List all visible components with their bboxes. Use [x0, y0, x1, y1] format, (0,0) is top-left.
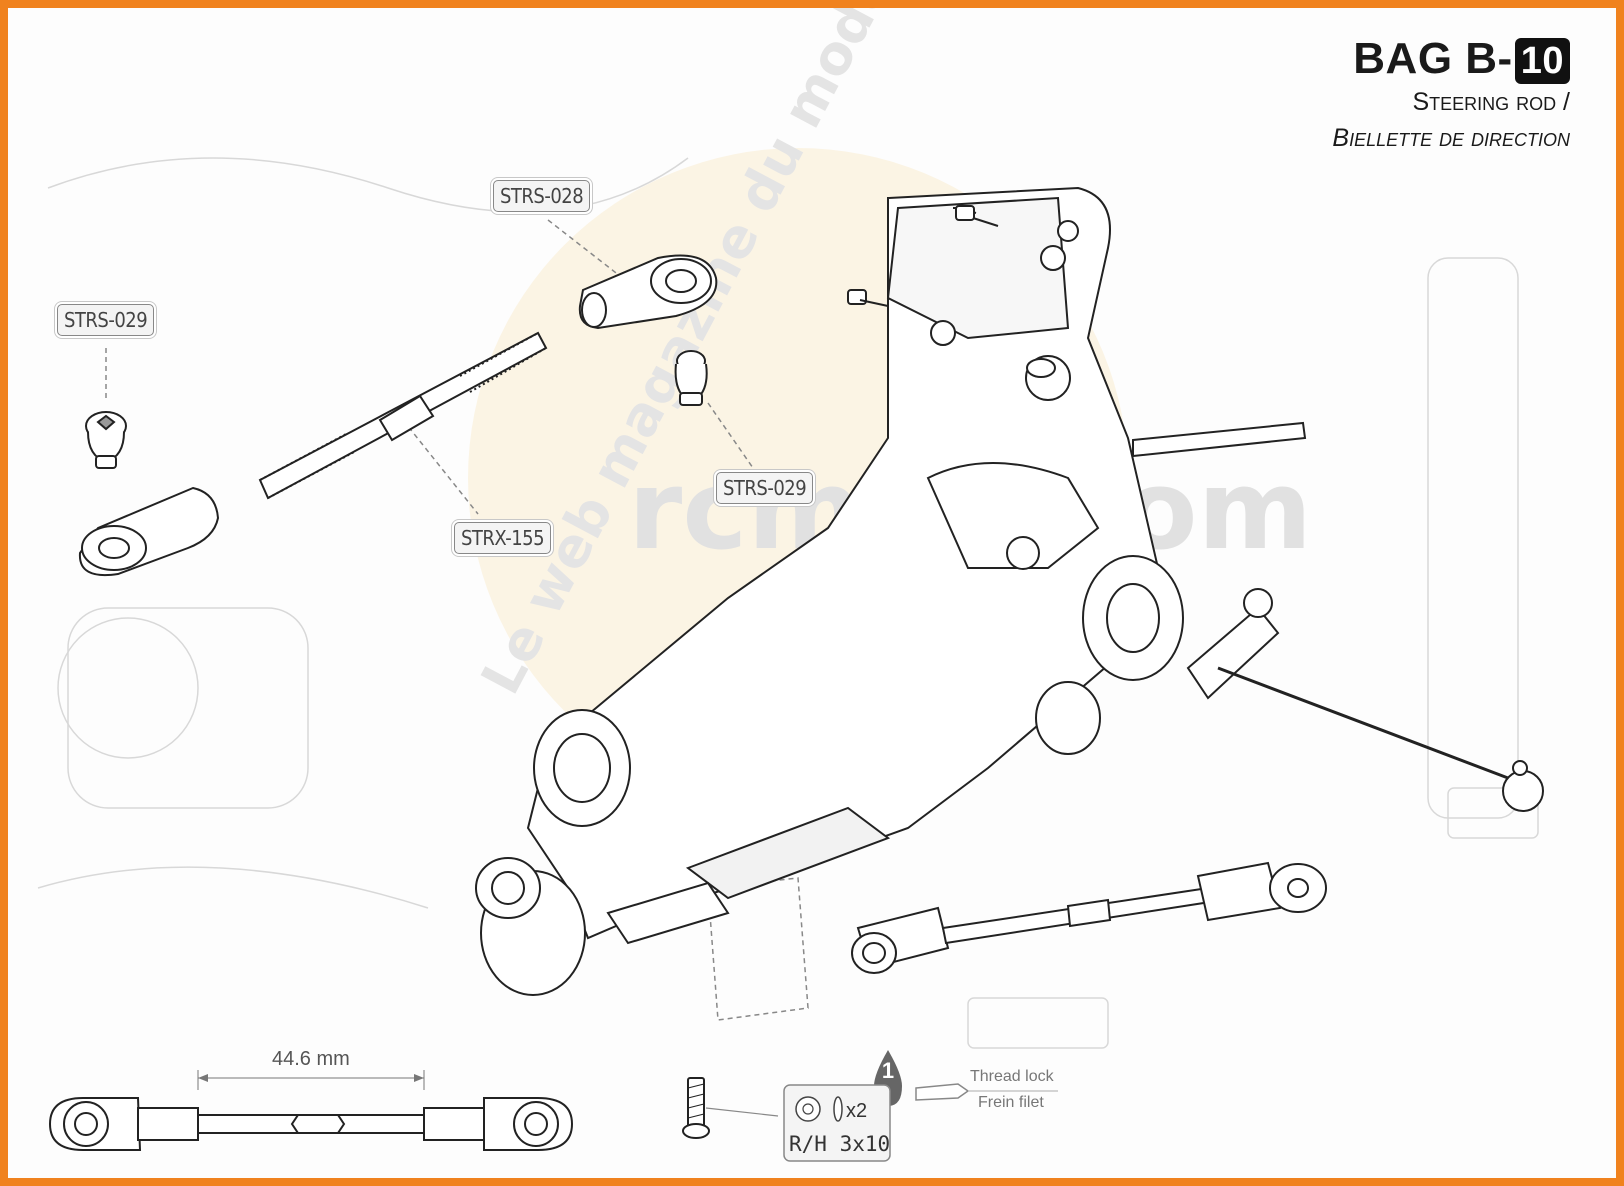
ball-end-left: [78, 486, 220, 576]
thread-lock-french: Frein filet: [978, 1094, 1044, 1111]
background-ghost-drawing: [37, 157, 1539, 1049]
thread-lock-step: 1: [881, 1058, 895, 1083]
leader-lines: [105, 219, 809, 1021]
screw-rh-3x10: [682, 1077, 779, 1139]
hardware-box: [783, 1084, 891, 1162]
ball-stud-left: [85, 411, 127, 469]
dimension-label: 44.6 mm: [272, 1048, 350, 1070]
thread-lock-english: Thread lock: [970, 1068, 1054, 1085]
exploded-assembly-diagram: rcmag.com Le web magazine du modélisme: [37, 8, 1544, 1162]
steering-assembly: [475, 186, 1544, 996]
turnbuckle-strx155: [258, 331, 548, 500]
subtitle-english: Steering rod /: [1412, 88, 1570, 116]
bag-number-badge: 10: [1514, 38, 1570, 84]
bag-title: BAG B-10: [1353, 34, 1570, 84]
callout-strs-029-left: STRS-029: [57, 304, 155, 336]
hardware-quantity: x2: [846, 1100, 868, 1122]
thread-lock-icon: [874, 1050, 1058, 1106]
callout-strx-155: STRX-155: [454, 522, 552, 554]
ball-end-strs028: [578, 254, 718, 330]
callout-strs-029-right: STRS-029: [716, 472, 814, 504]
subtitle-french: Biellette de direction: [1332, 124, 1570, 152]
ball-stud-right: [674, 350, 708, 406]
rod-length-drawing: [48, 1070, 574, 1151]
hardware-screw-spec: R/H 3x10: [789, 1132, 891, 1156]
callout-strs-028: STRS-028: [493, 180, 591, 212]
steering-rod-assembled: [851, 861, 1327, 974]
